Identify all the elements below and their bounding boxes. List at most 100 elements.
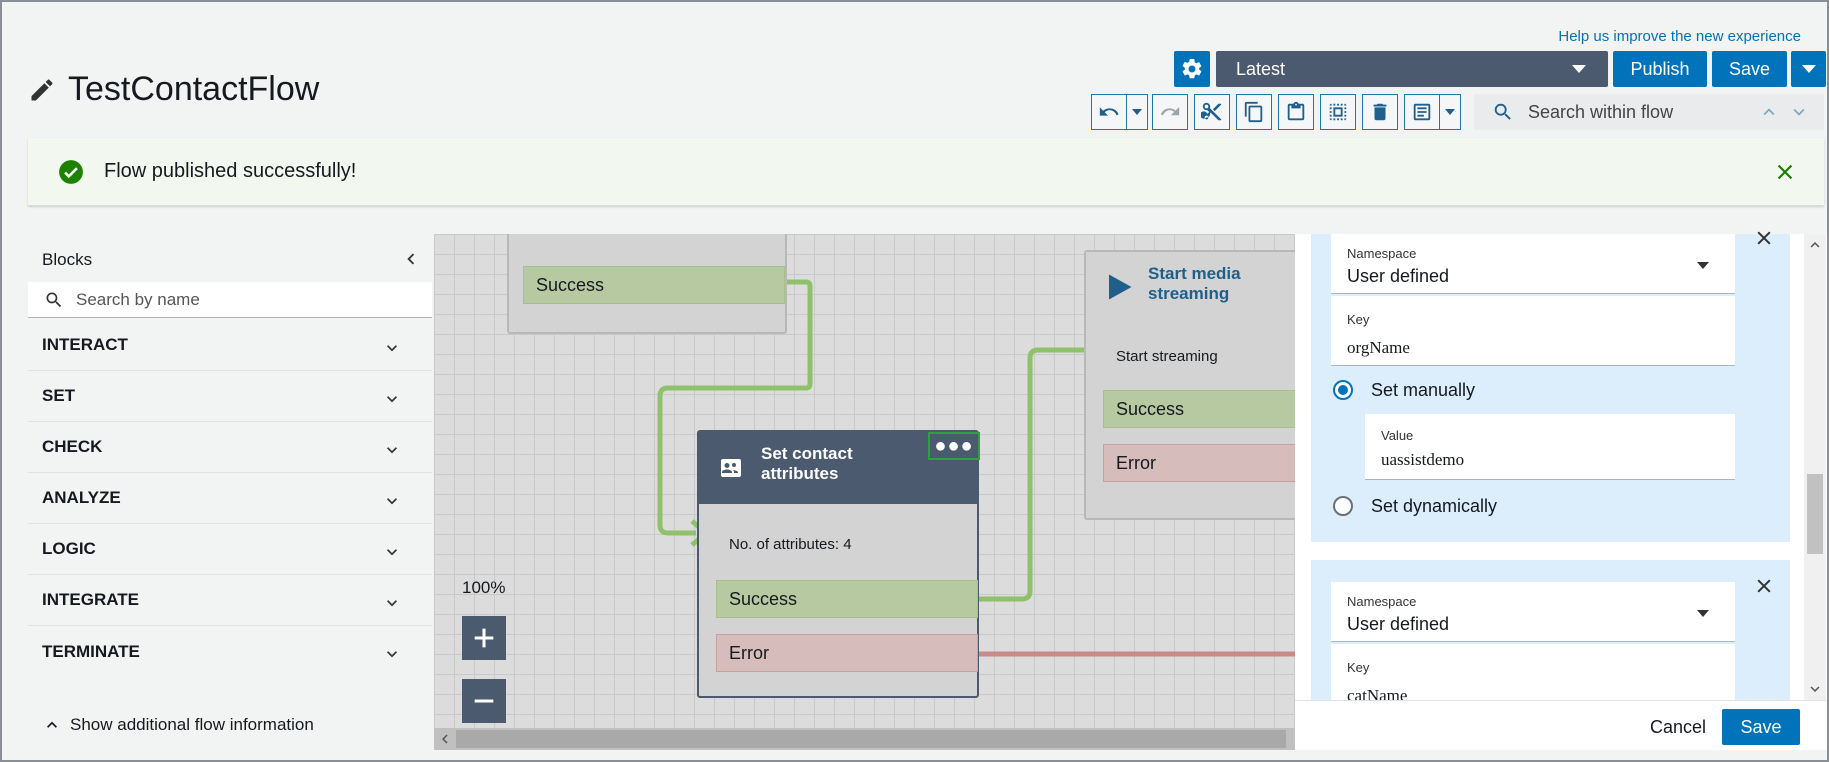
select-all-button[interactable] (1320, 94, 1356, 130)
chevron-down-icon (387, 651, 397, 658)
category-terminate[interactable]: TERMINATE (28, 626, 432, 677)
chevron-up-icon[interactable] (1806, 236, 1824, 254)
key-input[interactable]: Key catName (1331, 644, 1735, 700)
caret-down-icon (1572, 65, 1586, 73)
page-title: TestContactFlow (68, 70, 320, 108)
more-dots-icon: ●●● (934, 435, 974, 457)
block-title: Start media streaming (1148, 264, 1241, 303)
flow-search-input[interactable]: Search within flow (1474, 94, 1824, 130)
category-integrate[interactable]: INTEGRATE (28, 575, 432, 626)
check-circle-icon (59, 160, 83, 184)
zoom-in-button[interactable] (462, 616, 506, 660)
gear-icon (1182, 58, 1202, 79)
redo-icon (1160, 106, 1180, 116)
block-header: Start media streaming (1086, 252, 1295, 324)
block-options-button[interactable]: ●●● (928, 432, 980, 460)
undo-history-dropdown[interactable] (1126, 94, 1148, 130)
namespace-value: User defined (1347, 614, 1450, 634)
caret-down-icon (1697, 262, 1709, 269)
category-check[interactable]: CHECK (28, 422, 432, 473)
chevron-left-icon[interactable] (436, 730, 454, 748)
delete-button[interactable] (1362, 94, 1398, 130)
properties-panel: Namespace User defined Key orgName Set m… (1295, 231, 1827, 750)
error-branch[interactable]: Error (1103, 444, 1295, 482)
cancel-button[interactable]: Cancel (1650, 717, 1707, 737)
collapse-chevron-icon[interactable] (400, 248, 422, 270)
version-select[interactable]: Latest (1216, 51, 1608, 87)
value-input[interactable]: Value uassistdemo (1365, 414, 1735, 480)
close-icon[interactable] (1774, 161, 1796, 183)
success-branch[interactable]: Success (1103, 390, 1295, 428)
category-label: ANALYZE (42, 488, 121, 507)
zoom-out-button[interactable] (462, 679, 506, 723)
paste-button[interactable] (1278, 94, 1314, 130)
key-input[interactable]: Key orgName (1331, 296, 1735, 366)
close-icon[interactable] (1754, 576, 1774, 596)
category-label: INTERACT (42, 335, 128, 354)
save-label: Save (1728, 58, 1771, 79)
flow-canvas[interactable]: Success Set contact attributes ●●● No. o… (434, 234, 1295, 750)
save-button[interactable]: Save (1712, 51, 1787, 87)
flow-search-placeholder: Search within flow (1528, 101, 1674, 122)
blocks-title: Blocks (42, 250, 93, 269)
success-notification: Flow published successfully! (28, 138, 1824, 206)
publish-button[interactable]: Publish (1613, 51, 1707, 87)
namespace-label: Namespace (1347, 594, 1417, 609)
scroll-thumb[interactable] (1807, 474, 1823, 554)
block-search-input[interactable]: Search by name (28, 282, 432, 318)
block-subtitle: No. of attributes: 4 (729, 536, 852, 553)
category-interact[interactable]: INTERACT (28, 320, 432, 371)
redo-button[interactable] (1152, 94, 1188, 130)
namespace-select[interactable]: Namespace User defined (1331, 582, 1735, 642)
key-label: Key (1347, 660, 1370, 675)
category-label: LOGIC (42, 539, 96, 558)
show-more-label: Show additional flow information (70, 715, 314, 734)
panel-save-button[interactable]: Save (1722, 709, 1800, 745)
copy-icon (1244, 101, 1263, 123)
settings-button[interactable] (1174, 51, 1210, 87)
panel-vertical-scrollbar[interactable] (1804, 234, 1826, 700)
category-analyze[interactable]: ANALYZE (28, 473, 432, 524)
set-manually-radio[interactable] (1333, 380, 1353, 400)
success-branch[interactable]: Success (716, 580, 978, 618)
set-manually-label: Set manually (1371, 380, 1476, 400)
category-set[interactable]: SET (28, 371, 432, 422)
contact-card-icon (721, 459, 741, 477)
category-logic[interactable]: LOGIC (28, 524, 432, 575)
undo-button[interactable] (1091, 94, 1127, 130)
copy-button[interactable] (1236, 94, 1272, 130)
error-branch[interactable]: Error (716, 634, 978, 672)
branch-label: Success (1116, 398, 1185, 419)
set-dynamically-radio[interactable] (1333, 496, 1353, 516)
namespace-label: Namespace (1347, 246, 1417, 261)
key-label: Key (1347, 312, 1370, 327)
chevron-up-icon[interactable] (1758, 101, 1780, 123)
scroll-thumb[interactable] (456, 730, 1286, 748)
set-contact-attributes-block[interactable]: Set contact attributes ●●● No. of attrib… (697, 430, 980, 698)
chevron-down-icon[interactable] (1806, 680, 1824, 698)
pencil-icon[interactable] (28, 76, 56, 104)
value-label: Value (1381, 428, 1414, 443)
branch-label: Success (729, 588, 798, 609)
save-options-dropdown[interactable] (1791, 51, 1826, 87)
success-branch[interactable]: Success (523, 266, 785, 304)
notes-button[interactable] (1404, 94, 1440, 130)
chevron-down-icon[interactable] (1788, 101, 1810, 123)
flow-block-partial[interactable]: Success (507, 234, 787, 334)
help-improve-link[interactable]: Help us improve the new experience (1558, 28, 1801, 45)
success-connector (972, 347, 1094, 602)
version-value: Latest (1236, 58, 1286, 79)
horizontal-scrollbar[interactable] (434, 728, 1295, 750)
close-icon[interactable] (1754, 228, 1774, 248)
notes-dropdown[interactable] (1439, 94, 1461, 130)
start-media-streaming-block[interactable]: Start media streaming Start streaming Su… (1084, 250, 1295, 520)
namespace-select[interactable]: Namespace User defined (1331, 234, 1735, 294)
show-additional-flow-info[interactable]: Show additional flow information (42, 715, 314, 735)
notes-icon (1413, 103, 1431, 121)
attribute-card: Namespace User defined Key orgName Set m… (1311, 231, 1790, 542)
cut-button[interactable] (1194, 94, 1230, 130)
search-icon (46, 292, 62, 307)
search-icon (1494, 103, 1511, 120)
category-label: TERMINATE (42, 641, 140, 661)
